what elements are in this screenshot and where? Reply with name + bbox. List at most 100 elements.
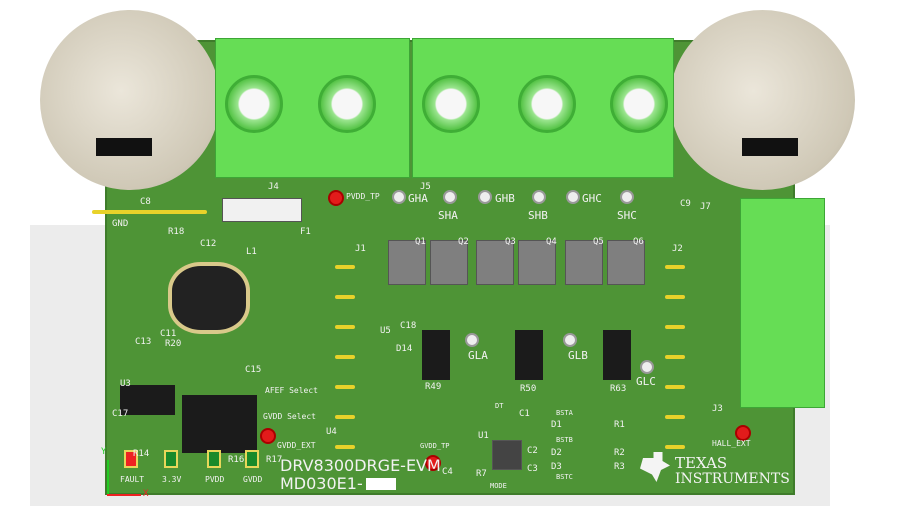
mosfet-q3 (476, 240, 514, 285)
label-bsta: BSTA (556, 409, 573, 417)
screw-icon[interactable] (518, 75, 576, 133)
axis-x-label: X (143, 489, 149, 499)
header-pin[interactable] (335, 295, 355, 299)
board-revision: MD030E1- (280, 474, 363, 493)
label-c17: C17 (112, 409, 129, 419)
label-u1: U1 (478, 431, 489, 441)
label-gvdd-ext: GVDD_EXT (277, 441, 316, 450)
label-q5: Q5 (593, 237, 604, 247)
label-c15: C15 (245, 365, 262, 375)
label-c9: C9 (680, 199, 691, 209)
led-fault (124, 450, 138, 468)
label-d1: D1 (551, 420, 562, 430)
mosfet-q4 (518, 240, 556, 285)
testpoint-gla[interactable] (465, 333, 479, 347)
label-shc: SHC (617, 209, 637, 222)
testpoint-glb[interactable] (563, 333, 577, 347)
jumper-block[interactable] (182, 395, 257, 453)
label-q2: Q2 (458, 237, 469, 247)
header-pin[interactable] (335, 355, 355, 359)
ti-brand-line2: INSTRUMENTS (675, 471, 790, 487)
label-r20: R20 (165, 339, 182, 349)
testpoint-ghb[interactable] (478, 190, 492, 204)
led-pvdd (207, 450, 221, 468)
header-pin[interactable] (335, 265, 355, 269)
header-pin[interactable] (665, 265, 685, 269)
header-pin[interactable] (335, 415, 355, 419)
screw-icon[interactable] (610, 75, 668, 133)
testpoint-glc[interactable] (640, 360, 654, 374)
label-j3: J3 (712, 404, 723, 414)
label-c3: C3 (527, 464, 538, 474)
header-pin[interactable] (335, 385, 355, 389)
testpoint-sha[interactable] (443, 190, 457, 204)
label-fault: FAULT (120, 475, 145, 484)
label-bstc: BSTC (556, 473, 573, 481)
label-q4: Q4 (546, 237, 557, 247)
board-title: DRV8300DRGE-EVM (280, 456, 441, 475)
gnd-wire[interactable] (92, 210, 207, 214)
label-q6: Q6 (633, 237, 644, 247)
mosfet-q5 (565, 240, 603, 285)
header-pin[interactable] (665, 445, 685, 449)
label-c12: C12 (200, 239, 217, 249)
axis-y-label: Y (101, 447, 107, 457)
led-3v3 (164, 450, 178, 468)
label-bstb: BSTB (556, 436, 573, 444)
label-shb: SHB (528, 209, 548, 222)
revision-row: MD030E1- (280, 476, 396, 492)
label-c2: C2 (527, 446, 538, 456)
label-j7: J7 (700, 202, 711, 212)
testpoint-pvdd[interactable] (328, 190, 344, 206)
label-sha: SHA (438, 209, 458, 222)
label-c13: C13 (135, 337, 152, 347)
header-pin[interactable] (665, 325, 685, 329)
bulk-capacitor-left[interactable] (40, 10, 220, 190)
label-c8: C8 (140, 197, 151, 207)
led-gvdd (245, 450, 259, 468)
header-pin[interactable] (665, 355, 685, 359)
screw-icon[interactable] (318, 75, 376, 133)
label-r16: R16 (228, 455, 245, 465)
testpoint-gvdd[interactable] (425, 455, 441, 471)
mosfet-q2 (430, 240, 468, 285)
screw-icon[interactable] (225, 75, 283, 133)
label-ghb: GHB (495, 192, 515, 205)
label-r1: R1 (614, 420, 625, 430)
testpoint-shb[interactable] (532, 190, 546, 204)
hall-connector-j7[interactable] (740, 198, 825, 408)
capacitor-polarity-mark (96, 138, 152, 156)
label-r2: R2 (614, 448, 625, 458)
testpoint-gvdd-ext[interactable] (260, 428, 276, 444)
label-gvdd-select: GVDD Select (263, 412, 316, 421)
testpoint-hall-ext[interactable] (735, 425, 751, 441)
testpoint-gha[interactable] (392, 190, 406, 204)
header-pin[interactable] (665, 415, 685, 419)
regulator-u3 (120, 385, 175, 415)
capacitor-polarity-mark (742, 138, 798, 156)
label-q1: Q1 (415, 237, 426, 247)
label-mode: MODE (490, 482, 507, 490)
label-gha: GHA (408, 192, 428, 205)
ti-brand-line1: TEXAS (675, 454, 728, 472)
header-pin[interactable] (335, 445, 355, 449)
header-pin[interactable] (335, 325, 355, 329)
label-r50: R50 (520, 384, 537, 394)
label-d2: D2 (551, 448, 562, 458)
label-q3: Q3 (505, 237, 516, 247)
shunt-r50 (515, 330, 543, 380)
label-u4: U4 (326, 427, 337, 437)
label-hall-ext: HALL_EXT (712, 439, 751, 448)
label-c11: C11 (160, 329, 177, 339)
label-j1: J1 (355, 244, 366, 254)
label-r3: R3 (614, 462, 625, 472)
screw-icon[interactable] (422, 75, 480, 133)
testpoint-shc[interactable] (620, 190, 634, 204)
ic-u1 (492, 440, 522, 470)
label-pvdd: PVDD (205, 475, 225, 484)
label-j4: J4 (268, 182, 279, 192)
header-pin[interactable] (665, 295, 685, 299)
bulk-capacitor-right[interactable] (670, 10, 855, 190)
testpoint-ghc[interactable] (566, 190, 580, 204)
header-pin[interactable] (665, 385, 685, 389)
